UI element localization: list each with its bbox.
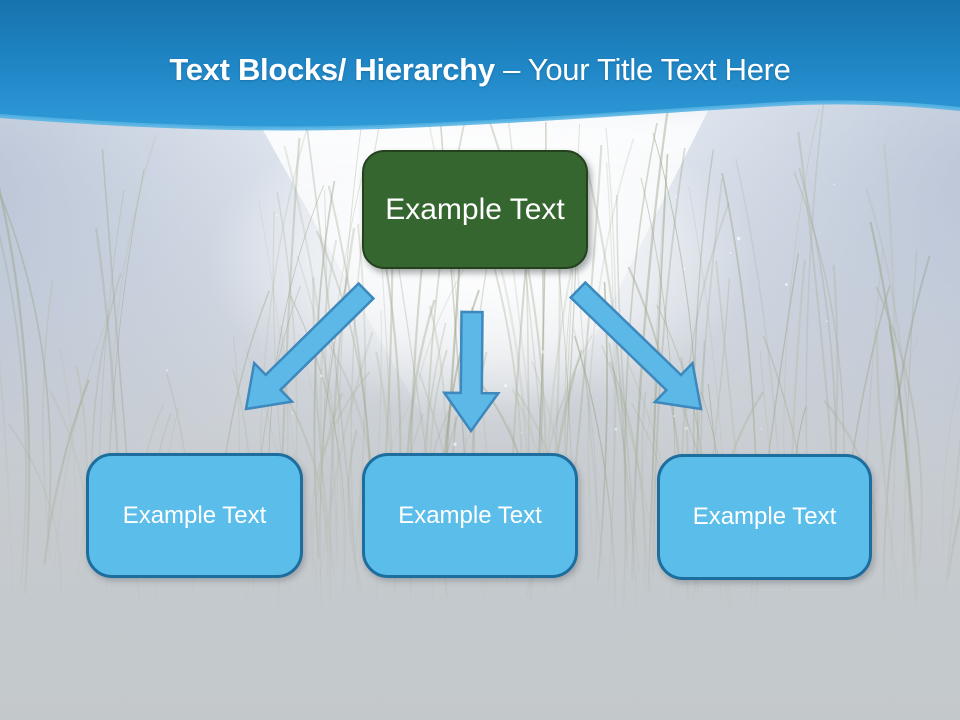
child-node-1[interactable]: Example Text bbox=[86, 453, 303, 578]
child-node-1-label: Example Text bbox=[122, 501, 267, 529]
child-node-3[interactable]: Example Text bbox=[657, 454, 872, 580]
title-bar: Text Blocks/ Hierarchy – Your Title Text… bbox=[0, 0, 960, 150]
root-node[interactable]: Example Text bbox=[362, 150, 588, 269]
root-node-label: Example Text bbox=[385, 192, 565, 226]
slide-title-regular: – Your Title Text Here bbox=[503, 52, 791, 87]
slide-title[interactable]: Text Blocks/ Hierarchy – Your Title Text… bbox=[0, 52, 960, 88]
header-wave-highlight bbox=[0, 100, 960, 131]
child-node-3-label: Example Text bbox=[692, 503, 837, 530]
slide-title-bold: Text Blocks/ Hierarchy bbox=[169, 52, 495, 87]
header-wave-shape bbox=[0, 0, 960, 129]
child-node-2[interactable]: Example Text bbox=[362, 453, 578, 578]
child-node-2-label: Example Text bbox=[398, 501, 542, 529]
header-wave bbox=[0, 0, 960, 131]
